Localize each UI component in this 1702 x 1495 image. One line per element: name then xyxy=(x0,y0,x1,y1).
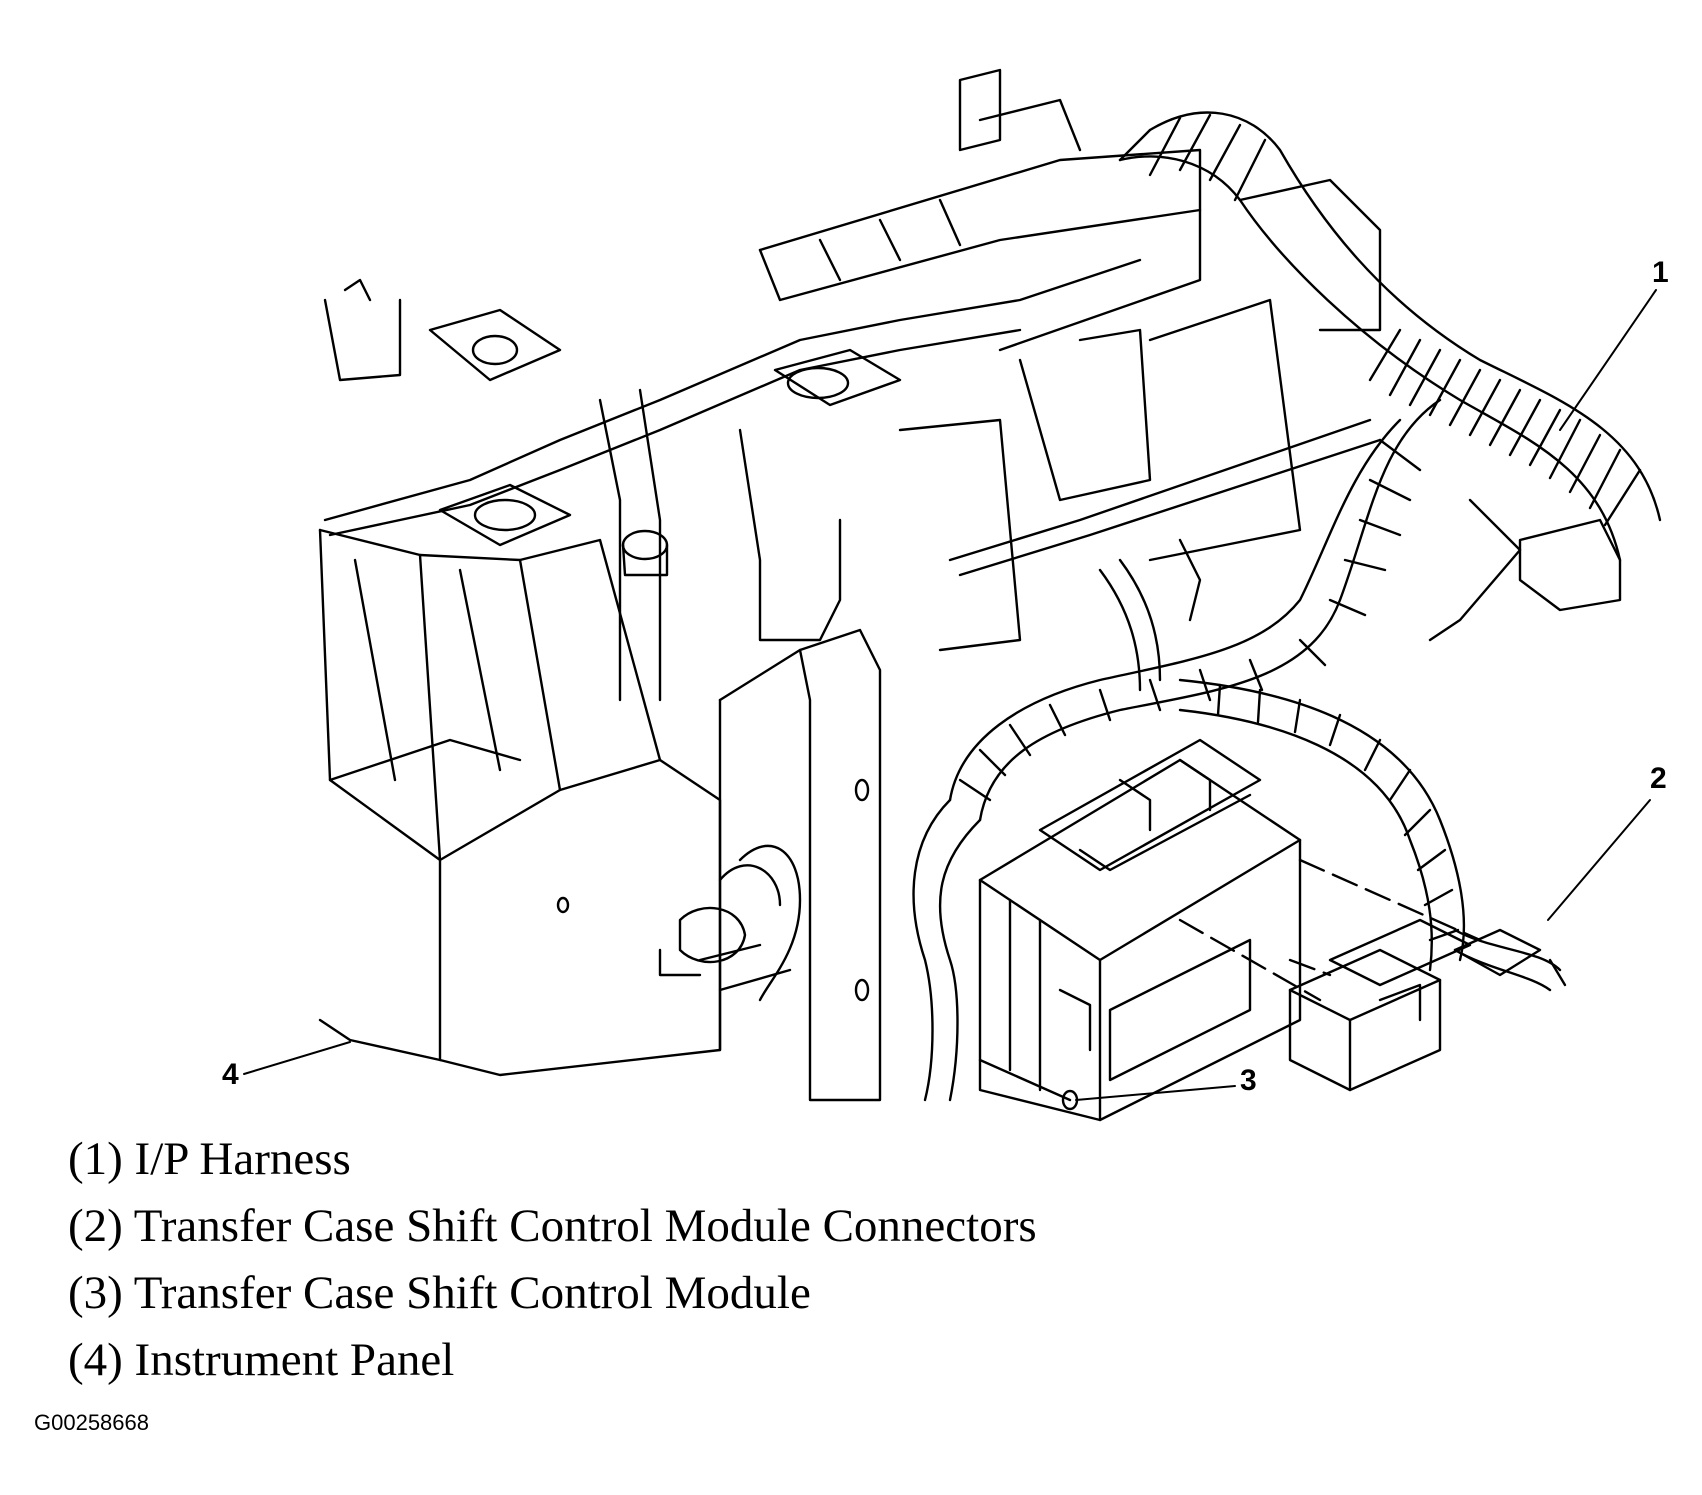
shift-control-module xyxy=(980,740,1300,1120)
harness-trunk xyxy=(914,400,1440,1100)
callout-4: 4 xyxy=(222,1058,239,1091)
callout-3: 3 xyxy=(1240,1064,1257,1097)
component-locator-illustration xyxy=(0,0,1702,1130)
leader-line-3 xyxy=(1076,1086,1235,1100)
upper-crossbar xyxy=(325,260,1140,700)
callout-2: 2 xyxy=(1650,762,1667,795)
instrument-panel-frame xyxy=(320,530,720,1075)
leader-line-1 xyxy=(1560,290,1656,430)
legend-item-3: (3) Transfer Case Shift Control Module xyxy=(68,1267,811,1319)
leader-line-2 xyxy=(1548,800,1650,920)
connector-branch xyxy=(1180,680,1565,990)
alignment-lines xyxy=(1180,860,1480,1000)
callout-1: 1 xyxy=(1652,256,1669,289)
legend: (1) I/P Harness (2) Transfer Case Shift … xyxy=(68,1126,1037,1394)
legend-item-2: (2) Transfer Case Shift Control Module C… xyxy=(68,1200,1037,1252)
leader-line-4 xyxy=(244,1042,350,1074)
module-connectors xyxy=(1290,920,1540,1090)
legend-item-1: (1) I/P Harness xyxy=(68,1133,351,1185)
support-plate xyxy=(720,630,880,1100)
figure-id: G00258668 xyxy=(34,1410,149,1435)
legend-item-4: (4) Instrument Panel xyxy=(68,1334,455,1386)
ip-harness xyxy=(1120,113,1660,640)
left-harness-branch xyxy=(660,846,800,1000)
